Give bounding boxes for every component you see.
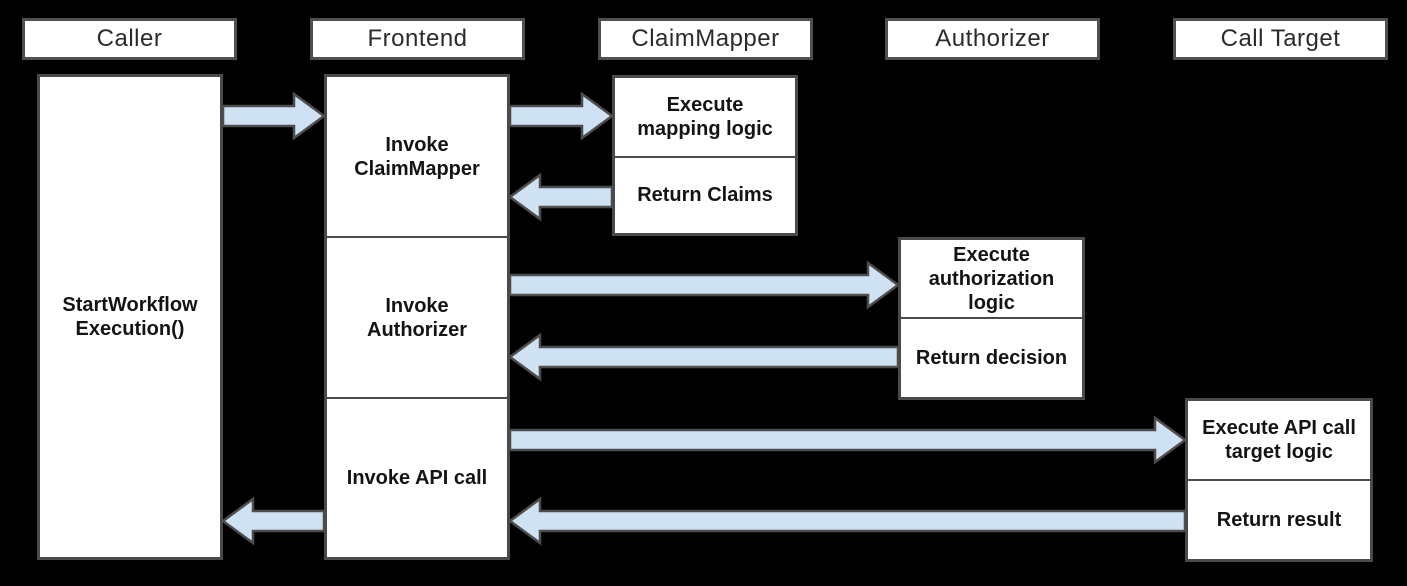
arrow-claimmapper-to-frontend: [507, 172, 614, 222]
arrow-authorizer-to-frontend: [507, 332, 900, 382]
lifeline-header-frontend: Frontend: [310, 18, 525, 60]
activation-caller: StartWorkflow Execution(): [37, 74, 223, 560]
lifeline-label-calltarget: Call Target: [1220, 25, 1341, 52]
step-invoke-api-call: Invoke API call: [327, 397, 507, 557]
step-return-decision: Return decision: [901, 317, 1082, 397]
step-execute-authorization-logic: Execute authorization logic: [928, 243, 1055, 314]
lifeline-label-frontend: Frontend: [367, 25, 468, 52]
arrow-caller-to-frontend: [221, 91, 327, 141]
arrow-frontend-to-claimmapper: [508, 91, 615, 141]
lifeline-header-calltarget: Call Target: [1173, 18, 1388, 60]
step-startworkflowexecution: StartWorkflow Execution(): [62, 294, 198, 340]
step-return-result: Return result: [1188, 479, 1370, 559]
activation-frontend: Invoke ClaimMapper Invoke Authorizer Inv…: [324, 74, 510, 560]
arrow-frontend-to-authorizer: [508, 260, 901, 310]
step-return-claims: Return Claims: [615, 155, 795, 233]
step-execute-api-call-target-logic: Execute API call target logic: [1202, 417, 1356, 463]
step-invoke-authorizer: Invoke Authorizer: [327, 236, 507, 397]
lifeline-header-caller: Caller: [22, 18, 237, 60]
lifeline-label-claimmapper: ClaimMapper: [631, 25, 780, 52]
arrow-frontend-to-caller: [220, 496, 326, 546]
arrow-frontend-to-calltarget: [508, 415, 1188, 465]
activation-authorizer: Execute authorization logic Return decis…: [898, 237, 1085, 400]
activation-claimmapper: Execute mapping logic Return Claims: [612, 75, 798, 236]
arrow-calltarget-to-frontend: [507, 496, 1187, 546]
lifeline-header-claimmapper: ClaimMapper: [598, 18, 813, 60]
step-execute-mapping-logic: Execute mapping logic: [637, 93, 773, 140]
lifeline-label-authorizer: Authorizer: [935, 25, 1050, 52]
activation-calltarget: Execute API call target logic Return res…: [1185, 398, 1373, 562]
lifeline-header-authorizer: Authorizer: [885, 18, 1100, 60]
step-invoke-claimmapper: Invoke ClaimMapper: [354, 133, 480, 180]
lifeline-label-caller: Caller: [96, 25, 163, 52]
